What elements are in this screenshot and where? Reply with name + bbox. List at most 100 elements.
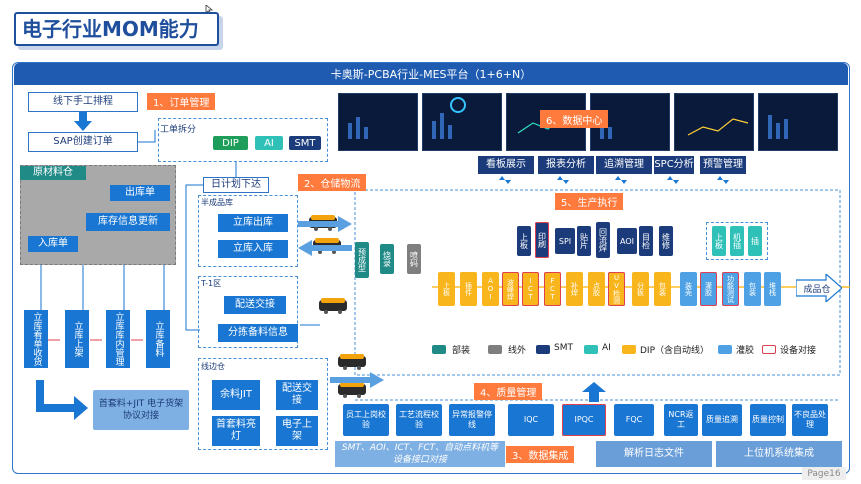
down-arrow-icon (73, 112, 93, 132)
tab-alarm: 预警管理 (700, 156, 746, 174)
order-section-tag: 1、订单管理 (147, 93, 216, 110)
pre-step-preform: 预成型 (355, 242, 369, 278)
agv-robot-icon (337, 380, 367, 398)
step-receive: 立库看单收货 (24, 310, 48, 368)
smt-print: 印刷 (535, 222, 549, 258)
left-arrow-icon (298, 240, 352, 256)
legend-label: AI (602, 343, 611, 353)
line-area-box (198, 358, 328, 450)
jit-kit-box: 首套料+JIT 电子货架协议对接 (93, 390, 189, 430)
t1-sort: 分拣备料信息 (218, 324, 298, 342)
quality-item: IPQC (562, 404, 606, 436)
semi-out: 立库出库 (218, 214, 288, 232)
smt-aoi: AOI (617, 228, 637, 254)
finished-arrow-icon (795, 272, 843, 304)
dip-step: FCT (544, 272, 561, 306)
dip-step: UV检测 (608, 272, 625, 306)
dip-step: 包装 (654, 272, 671, 306)
dashboard-thumbnail (338, 93, 418, 151)
stock-update: 库存信息更新 (86, 213, 170, 231)
production-section-tag: 5、生产执行 (555, 193, 624, 210)
dip-step: 补焊 (566, 272, 583, 306)
quality-item: 不良品处理 (792, 404, 828, 436)
page-title: 电子行业MOM能力 (14, 12, 219, 46)
host-integration: 上位机系统集成 (716, 441, 842, 467)
ai-insert: 机插 (730, 226, 744, 256)
agv-robot-icon (337, 352, 367, 370)
tab-kanban: 看板展示 (478, 156, 534, 174)
quality-item: 质量追溯 (702, 404, 742, 436)
dip-step: ICT (522, 272, 539, 306)
line-elec-shelf: 电子上架 (276, 416, 318, 446)
page-number: Page16 (802, 467, 846, 480)
pre-step-burn: 烧录 (380, 244, 394, 274)
legend-label: 灌胶 (736, 346, 755, 356)
legend: 部装 线外 SMT AI DIP（含自动线） 灌胶 设备对接 (432, 343, 832, 357)
legend-label: 设备对接 (780, 346, 817, 356)
legend-label: 线外 (508, 346, 527, 356)
pre-step-mark: 喷码 (407, 244, 421, 274)
data-integration-section-tag: 3、数据集成 (506, 446, 575, 463)
quality-item: 质量控制 (750, 404, 786, 436)
legend-swatch (762, 345, 776, 354)
legend-swatch (584, 345, 598, 354)
dip-step: AOI (482, 272, 499, 306)
legend-swatch (488, 345, 502, 354)
dip-step: 功能测试 (722, 272, 739, 306)
dip-step: 插件 (460, 272, 477, 306)
device-integration: SMT、AOI、ICT、FCT、自动点料机等设备接口对接 (335, 441, 505, 467)
quality-item: 员工上岗校验 (343, 404, 389, 436)
dip-step: 灌胶 (700, 272, 717, 306)
semi-area-label: 半成品库 (201, 198, 233, 207)
smt-load: 上板 (517, 226, 531, 256)
warehouse-section-tag: 2、仓储物流 (298, 174, 367, 191)
dip-step: 上板 (438, 272, 455, 306)
quality-item: FQC (614, 404, 654, 436)
quality-item: NCR返工 (664, 404, 698, 436)
dip-step: 包装 (744, 272, 761, 306)
legend-swatch (536, 345, 550, 354)
split-label: 工单拆分 (160, 124, 197, 135)
in-order: 入库单 (28, 236, 78, 252)
raw-warehouse-label: 原材料仓 (20, 166, 86, 180)
line-remaining: 余料JIT (212, 380, 260, 410)
semi-area-box (198, 195, 298, 267)
split-smt: SMT (289, 136, 321, 150)
smt-repair: 维修 (659, 226, 673, 256)
legend-swatch (718, 345, 732, 354)
quality-item: 异常报警停线 (449, 404, 495, 436)
dip-step: 波峰焊 (502, 272, 519, 306)
dashboard-graphics (348, 97, 788, 139)
step-shelve: 立库上架 (65, 310, 89, 368)
log-parse: 解析日志文件 (596, 441, 712, 467)
dip-step: 点胶 (588, 272, 605, 306)
split-dip: DIP (213, 136, 248, 150)
quality-section-tag: 4、质量管理 (474, 383, 543, 400)
ai-load: 上板 (712, 226, 726, 256)
ai-insert-2: 插 (748, 226, 762, 256)
platform-title: 卡奥斯-PCBA行业-MES平台（1+6+N） (14, 63, 848, 85)
step-prepare: 立库备料 (146, 310, 170, 368)
tab-trace: 追溯管理 (596, 156, 652, 174)
sap-order-box: SAP创建订单 (28, 132, 138, 152)
line-deliver: 配送交接 (276, 380, 318, 410)
elbow-arrow-icon (34, 380, 90, 420)
smt-place: 贴片 (577, 226, 591, 256)
data-center-section-tag: 6、数据中心 (540, 110, 609, 128)
agv-robot-icon (318, 296, 348, 314)
smt-visual: 目检 (639, 226, 653, 256)
dip-step: 分板 (632, 272, 649, 306)
ai-group-box (706, 222, 768, 260)
semi-in: 立库入库 (218, 240, 288, 258)
data-center-strip (338, 93, 838, 151)
offline-schedule-box: 线下手工排程 (28, 92, 138, 112)
dip-step: 堆栈 (764, 272, 781, 306)
dashboard-thumbnail (674, 93, 754, 151)
legend-swatch (622, 345, 636, 354)
quality-item: IQC (508, 404, 554, 436)
dip-step: 装壳 (680, 272, 697, 306)
daily-plan-box: 日计划下达 (203, 177, 269, 193)
legend-swatch (432, 345, 446, 354)
line-area-label: 线边仓 (201, 362, 225, 371)
